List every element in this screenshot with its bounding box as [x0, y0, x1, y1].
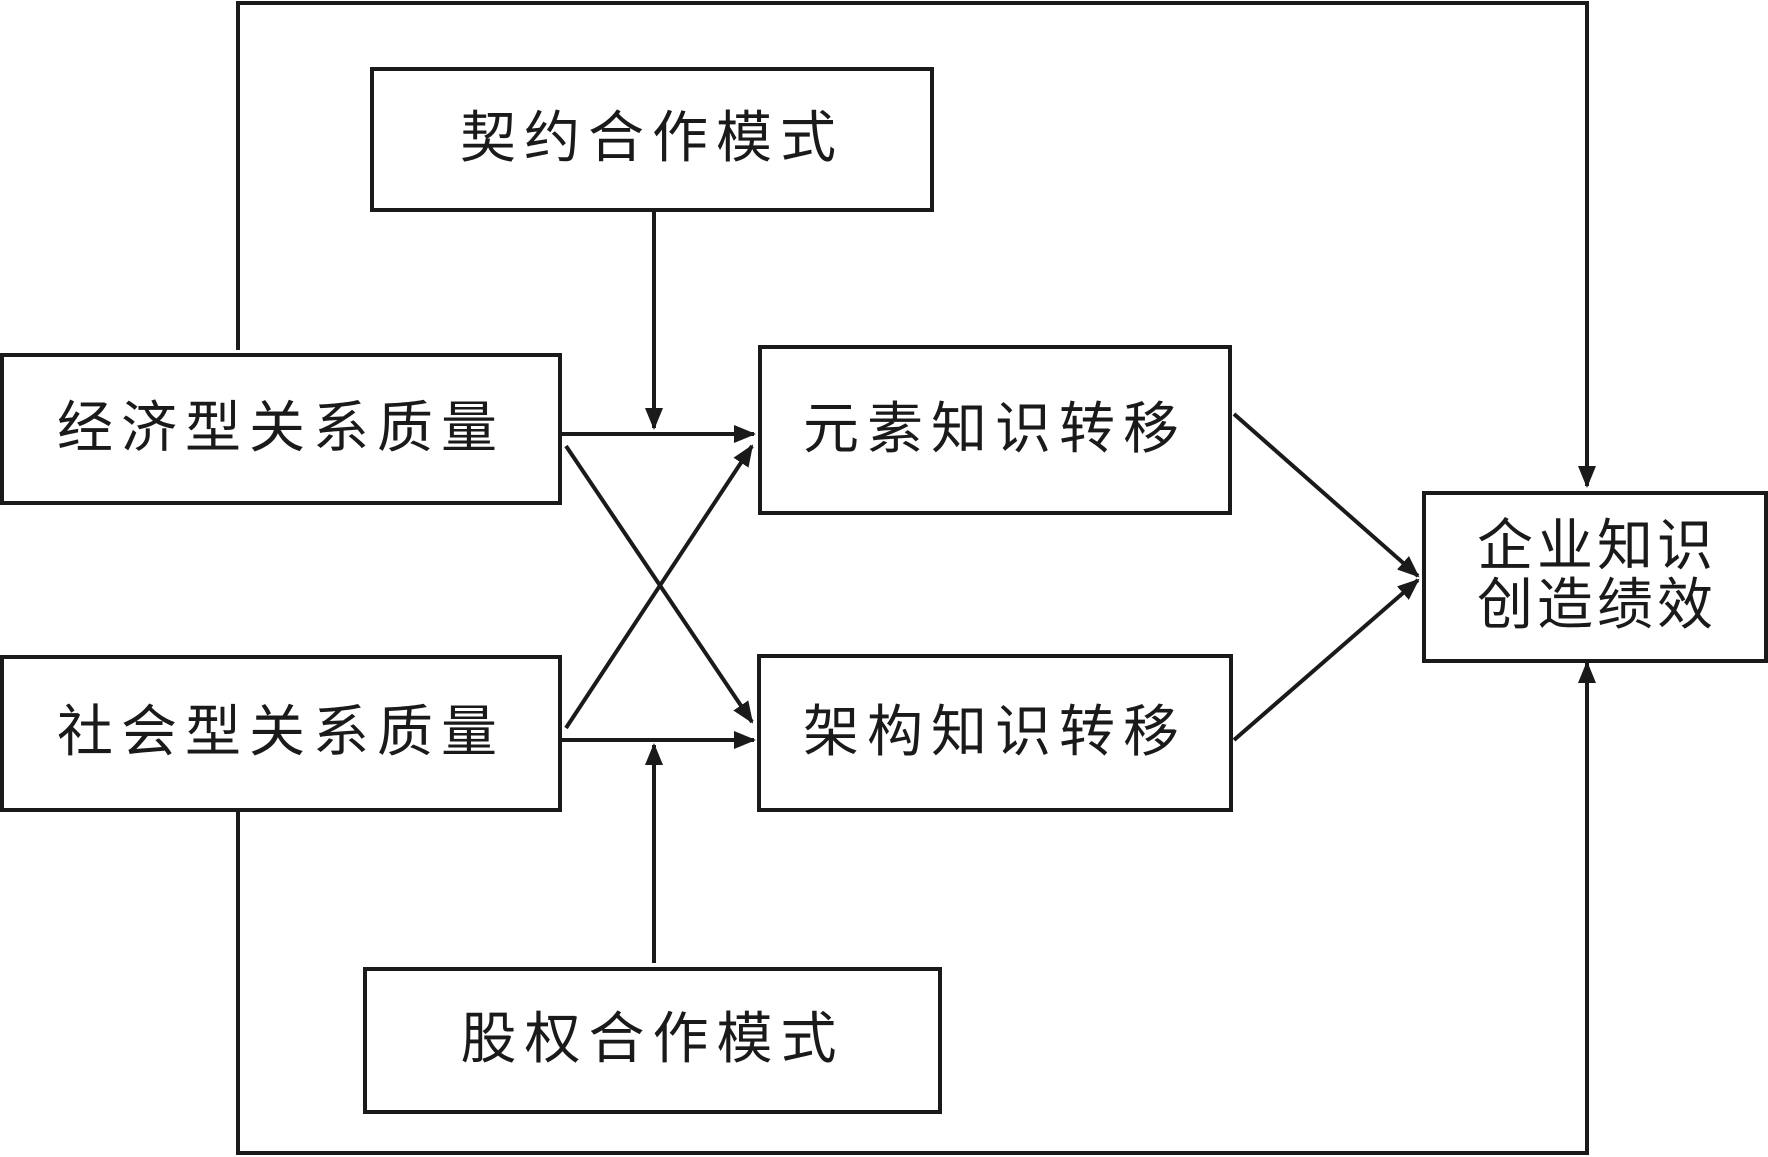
node-element-transfer-label: 元素知识转移 — [803, 396, 1187, 462]
edge-social-to-element — [564, 444, 754, 730]
node-performance-label-line1: 企业知识 — [1477, 514, 1717, 580]
edge-economic-to-performance — [236, 1, 1596, 488]
node-social-quality: 社会型关系质量 — [0, 655, 562, 812]
node-architecture-transfer: 架构知识转移 — [757, 654, 1233, 812]
node-equity-mode-label: 股权合作模式 — [460, 1007, 845, 1073]
node-economic-quality: 经济型关系质量 — [0, 353, 562, 505]
node-social-quality-label: 社会型关系质量 — [57, 700, 505, 766]
node-performance: 企业知识 创造绩效 — [1422, 491, 1768, 663]
node-equity-mode: 股权合作模式 — [363, 967, 942, 1114]
node-performance-label-line2: 创造绩效 — [1477, 573, 1717, 638]
edge-element-to-performance — [1232, 412, 1420, 578]
node-element-transfer: 元素知识转移 — [758, 345, 1232, 515]
edge-architecture-to-performance — [1232, 578, 1420, 742]
edge-social-to-performance — [236, 661, 1596, 1155]
node-economic-quality-label: 经济型关系质量 — [57, 395, 505, 461]
node-contract-mode: 契约合作模式 — [370, 67, 934, 212]
node-architecture-transfer-label: 架构知识转移 — [803, 699, 1187, 765]
node-contract-mode-label: 契约合作模式 — [460, 106, 844, 172]
